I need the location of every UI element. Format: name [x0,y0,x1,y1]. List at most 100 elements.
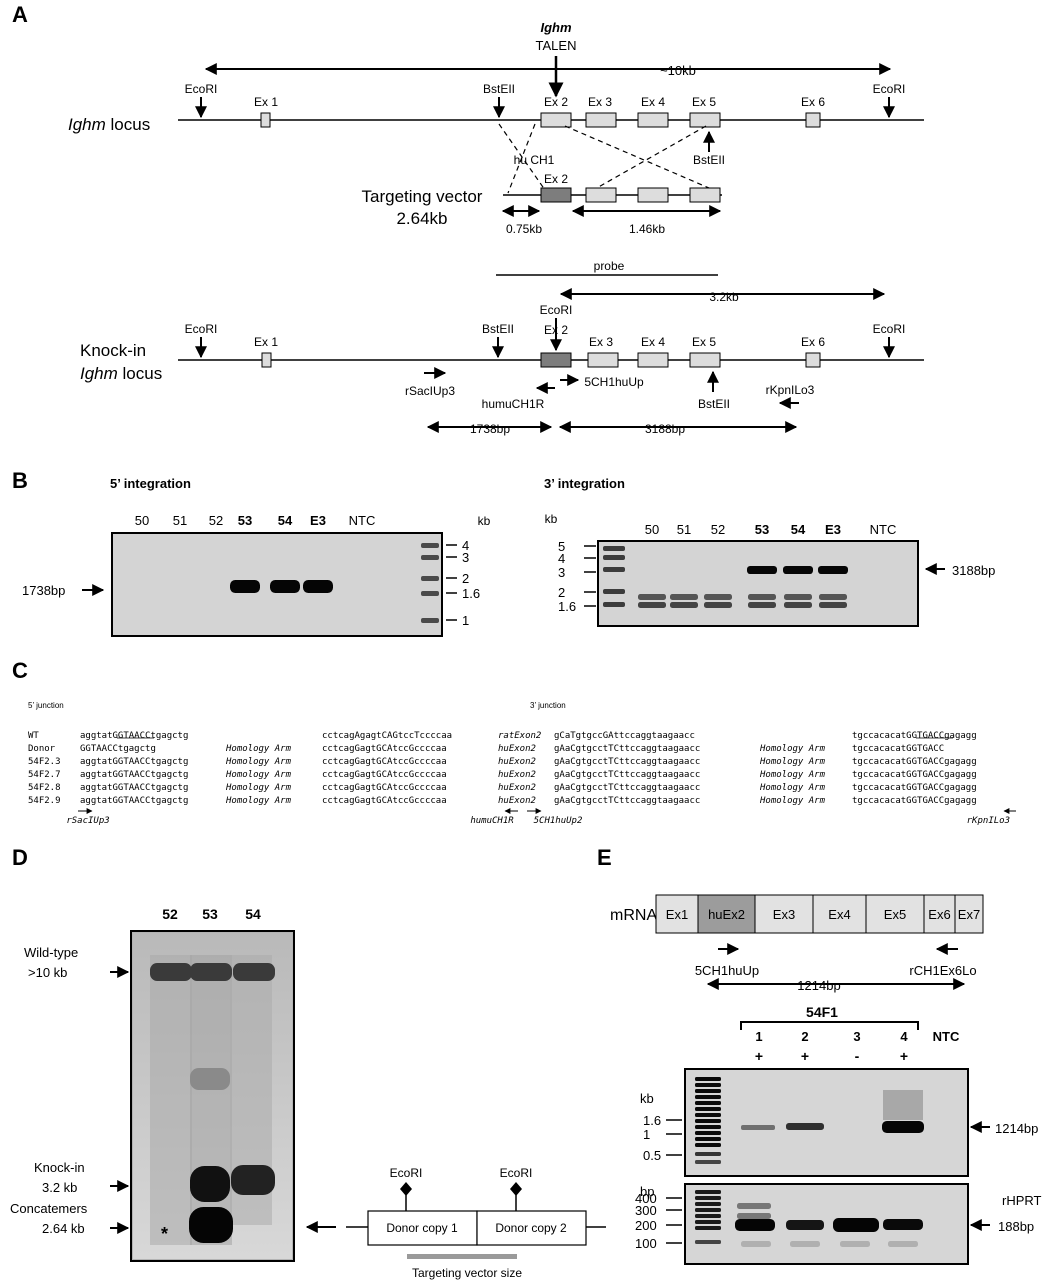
ki-ecori-left: EcoRI [185,322,218,336]
ladder-band [695,1119,721,1123]
e-lane-number: 2 [801,1029,808,1044]
vector-ex3-box [585,187,617,203]
wild-type-band [233,963,275,981]
ki-ex5-box [689,352,721,368]
marker-label: 1.6 [558,599,576,614]
seq-5prime-right: cctcagGagtGCAtccGccccaa [322,796,447,806]
knock-in-band-53 [190,1166,230,1202]
talen-label-italic: Ighm [540,20,571,35]
ki-ex3-label: Ex 3 [589,335,613,349]
primer-5ch1huup: 5CH1huUp [584,375,644,389]
seq-5prime-left: aggtatGGTAACCtgagctg [80,731,188,741]
arm-right-label: 1.46kb [629,222,665,236]
faint-band [190,1068,230,1090]
lane-label: 51 [677,522,691,537]
ladder-band [603,567,625,572]
rhprt-label: rHPRT [1002,1193,1042,1208]
ladder-band [603,555,625,560]
junction3-label: 3’ junction [530,701,566,710]
ladder-band [603,589,625,594]
wt-locus-label: Ighm locus [68,115,150,134]
donor-copy-2-label: Donor copy 2 [495,1221,567,1235]
band-lower-2 [819,602,847,608]
band-lower-2 [748,602,776,608]
markers-top: 1.610.5 [643,1113,682,1163]
e-amplicon-label: 1214bp [797,978,840,993]
ladder-band [695,1214,721,1218]
band-lane1-mid [737,1213,771,1219]
mrna-exon-label: Ex5 [884,907,906,922]
group-label-54f1: 54F1 [806,1004,838,1020]
homology-crossover-lines [498,123,717,194]
ladder-band [695,1208,721,1212]
e-lane-labels: 1+2+3-4+ [755,1029,908,1064]
ki-label-2: Ighm locus [80,364,162,383]
homology-arm-5: Homology Arm [225,757,292,767]
knockin-ighm-locus: 3.2kb Knock-in Ighm locus EcoRI EcoRI Ec… [80,288,924,436]
e-primer-fwd: 5CH1huUp [695,963,759,978]
ecori-site-2-icon [510,1182,522,1196]
e-lane-sign: + [755,1048,763,1064]
panel-label-d: D [12,845,28,870]
concatemer-band [189,1207,233,1243]
wt-label-1: Wild-type [24,945,78,960]
homology-arm-5: Homology Arm [225,770,292,780]
c-primer-rsaci: rSacIUp3 [66,816,109,826]
row-name: 54F2.7 [28,770,61,780]
homology-arm-5: Homology Arm [225,783,292,793]
e-lane-number: 3 [853,1029,860,1044]
ladder-band [695,1152,721,1156]
ki-ex4-label: Ex 4 [641,335,665,349]
lane-label: 50 [645,522,659,537]
band-188-lane1 [735,1219,775,1231]
ki-label-d2: 3.2 kb [42,1180,77,1195]
ki-ex2-label: Ex 2 [544,323,568,337]
seq-3prime-right: tgccacacatGGTGACCgagagg [852,796,977,806]
mrna-exon-label: Ex1 [666,907,688,922]
homology-arm-3: Homology Arm [759,796,826,806]
ex3-label: Ex 3 [588,95,612,109]
ecori-site-1-icon [400,1182,412,1196]
hu-ex2-box [540,187,572,203]
ki-ex1-box [261,352,272,368]
mrna-exon-label: Ex4 [828,907,850,922]
conc-label-2: 2.64 kb [42,1221,85,1236]
southern-lane-label: 54 [245,906,261,922]
ten-kb-span: ~10kb [204,63,892,78]
ex1-box [260,112,271,128]
ladder-band [695,1089,721,1093]
band-1214-lane1 [741,1125,775,1130]
band-3188 [747,566,777,574]
probe-label: probe [594,259,625,273]
rtpcr-gel-top: kb 1.610.5 1214bp [640,1068,1038,1177]
band-1214-lane4 [882,1121,924,1133]
seq-3prime-left: gAaCgtgcctTCttccaggtaagaacc [554,744,700,754]
gel-3prime-frame [597,540,919,627]
exon-label: huExon2 [498,757,536,767]
ki-label-d1: Knock-in [34,1160,85,1175]
ki-label-1: Knock-in [80,341,146,360]
mrna-exon-box [812,894,867,934]
primer-dimer [888,1241,918,1247]
row-name: 54F2.9 [28,796,61,806]
primer-dimer [741,1241,771,1247]
vector-ex5-box [689,187,721,203]
band-lower-2 [704,602,732,608]
seq-3prime-right: tgccacacatGGTGACCgagagg [852,783,977,793]
band-1738 [230,580,260,593]
seq-5prime-left: aggtatGGTAACCtgagctg [80,796,188,806]
lane-label: 53 [238,513,252,528]
band-lower-2 [670,602,698,608]
ex5-label: Ex 5 [692,95,716,109]
seq-3prime-left: gAaCgtgcctTCttccaggtaagaacc [554,757,700,767]
ladder-3prime [603,546,625,607]
gel-5prime-title: 5’ integration [110,476,191,491]
bands-3prime [638,566,848,608]
homology-arm-3: Homology Arm [759,783,826,793]
ladder-band [421,555,439,560]
bands-bottom [735,1203,923,1247]
